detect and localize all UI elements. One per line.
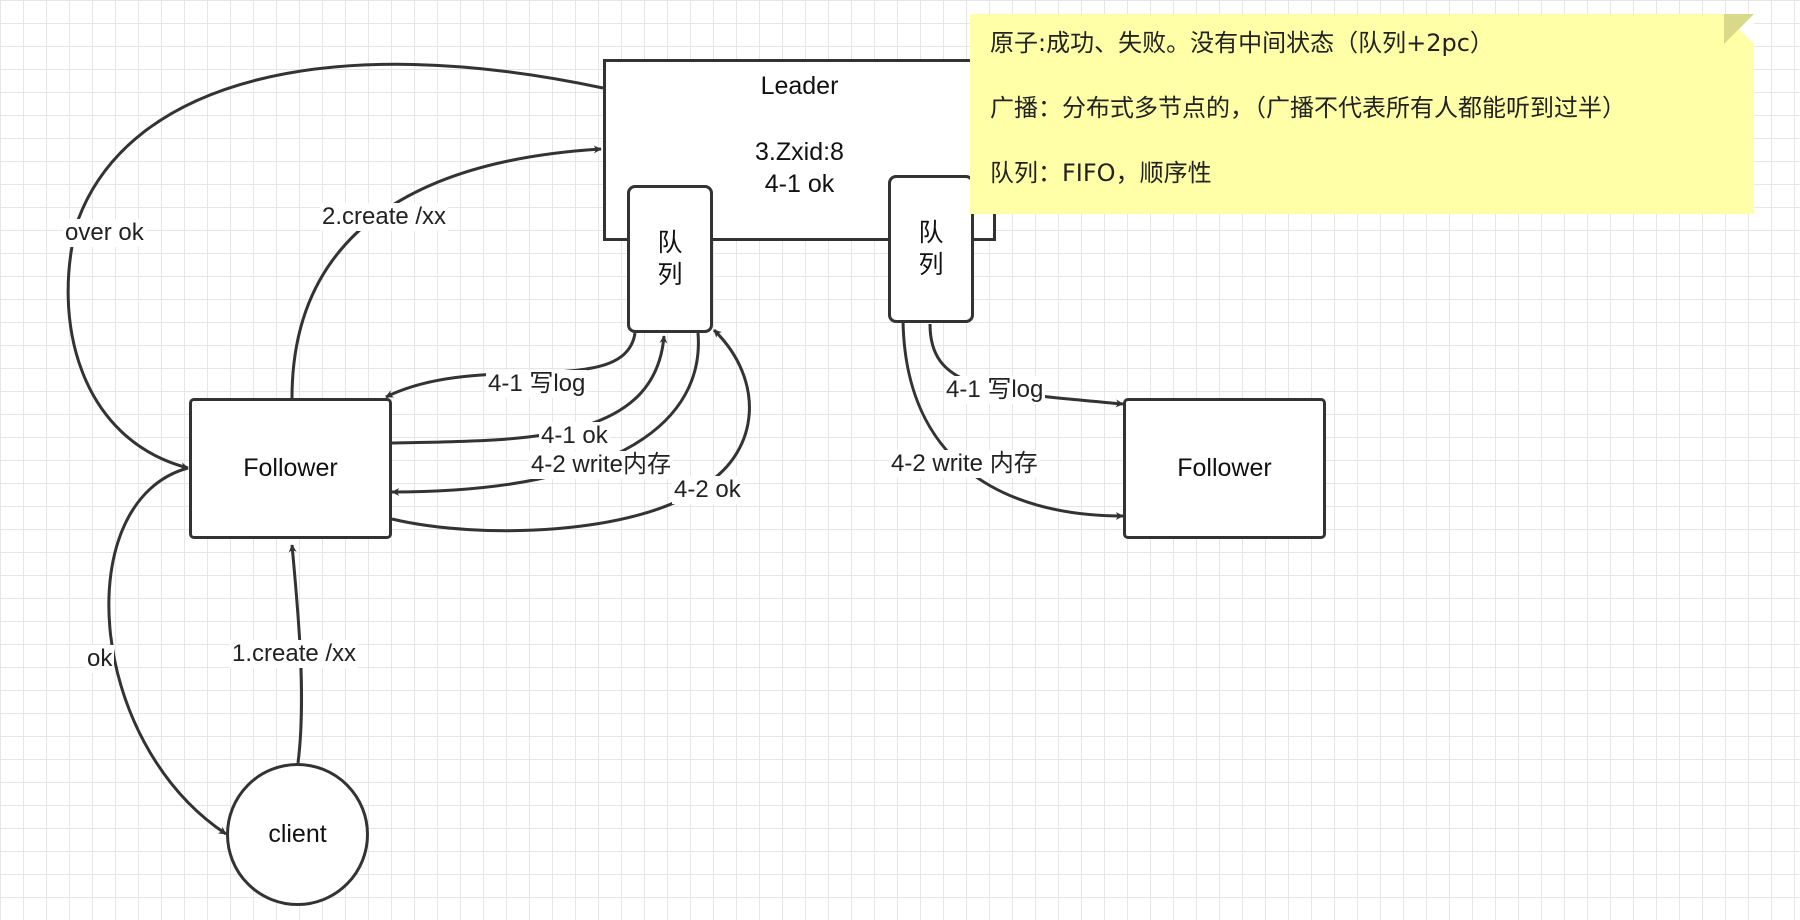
edge-leader-to-follower-over-ok [66,62,604,471]
note-line-atomic: 原子:成功、失败。没有中间状态（队列+2pc） [990,29,1494,57]
edge-follower-to-client [107,466,227,836]
label-queue-right-write-mem: 4-2 write 内存 [889,450,1040,478]
leader-ack: 4-1 ok [764,170,835,198]
queue-left-char1: 队 [657,229,683,257]
leader-zxid: 3.Zxid:8 [755,138,844,166]
queue-left-char2: 列 [657,261,683,289]
label-queue-left-write-log: 4-1 写log [486,370,588,398]
leader-queue-left: 队 列 [627,185,713,333]
label-client-to-follower: 1.create /xx [230,640,359,668]
follower-left-label: Follower [243,454,338,482]
queue-right-char1: 队 [918,219,944,247]
follower-left-node: Follower [189,398,392,539]
edge-queue-left-write-mem [391,332,700,496]
label-queue-right-write-log: 4-1 写log [944,376,1046,404]
client-node: client [226,763,369,906]
label-queue-left-write-mem: 4-2 write内存 [529,451,674,479]
client-label: client [268,820,327,848]
queue-right-char2: 列 [918,251,944,279]
label-follower-left-ok: 4-1 ok [539,422,610,450]
label-follower-to-client: ok [85,645,115,673]
note-line-broadcast: 广播：分布式多节点的，（广播不代表所有人都能听到过半） [990,94,1626,122]
label-follower-left-ok2: 4-2 ok [672,476,743,504]
leader-queue-right: 队 列 [888,175,974,323]
sticky-note: 原子:成功、失败。没有中间状态（队列+2pc） 广播：分布式多节点的，（广播不代… [970,14,1754,214]
note-line-queue: 队列：FIFO，顺序性 [990,159,1212,187]
note-fold-shadow [1724,14,1754,44]
label-over-ok: over ok [63,219,146,247]
edge-queue-right-write-mem [901,319,1124,520]
follower-right-label: Follower [1177,454,1272,482]
follower-right-node: Follower [1123,398,1326,539]
leader-title: Leader [760,72,839,100]
label-follower-to-leader: 2.create /xx [320,203,449,231]
edge-follower-to-leader [290,145,602,399]
